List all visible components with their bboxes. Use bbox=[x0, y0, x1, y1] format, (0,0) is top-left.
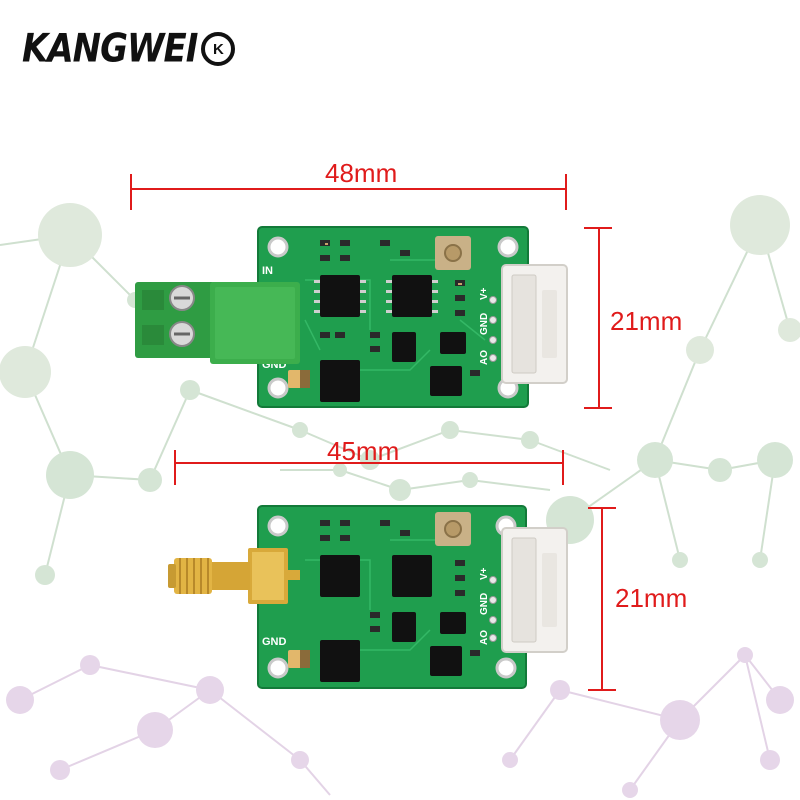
bottom-label-gnd-side: GND bbox=[479, 593, 490, 615]
top-ic-1 bbox=[320, 275, 360, 317]
top-height-label: 21mm bbox=[610, 306, 683, 336]
brand-name: KANGWEI bbox=[22, 26, 198, 72]
bottom-ic-2 bbox=[392, 555, 432, 597]
bottom-ic-3 bbox=[320, 640, 360, 682]
top-module-image: IN GND AO GND V+ bbox=[135, 226, 568, 408]
top-width-label: 48mm bbox=[325, 158, 398, 188]
bottom-sma-connector bbox=[168, 548, 300, 604]
brand-badge-icon: K bbox=[201, 32, 236, 66]
bottom-label-vplus: V+ bbox=[479, 567, 490, 580]
top-label-vplus: V+ bbox=[479, 287, 490, 300]
top-ic-2 bbox=[392, 275, 432, 317]
bottom-label-gnd: GND bbox=[262, 636, 287, 648]
bottom-module-image: IN GND AO GND V+ bbox=[168, 505, 568, 689]
bottom-height-label: 21mm bbox=[615, 583, 688, 613]
top-ic-3 bbox=[320, 360, 360, 402]
top-label-in: IN bbox=[262, 265, 273, 277]
top-label-ao: AO bbox=[479, 350, 490, 365]
bottom-label-ao: AO bbox=[479, 630, 490, 645]
bottom-ic-1 bbox=[320, 555, 360, 597]
top-label-gnd-side: GND bbox=[479, 313, 490, 335]
brand-logo: KANGWEI K bbox=[22, 24, 236, 74]
bottom-width-label: 45mm bbox=[327, 436, 400, 466]
